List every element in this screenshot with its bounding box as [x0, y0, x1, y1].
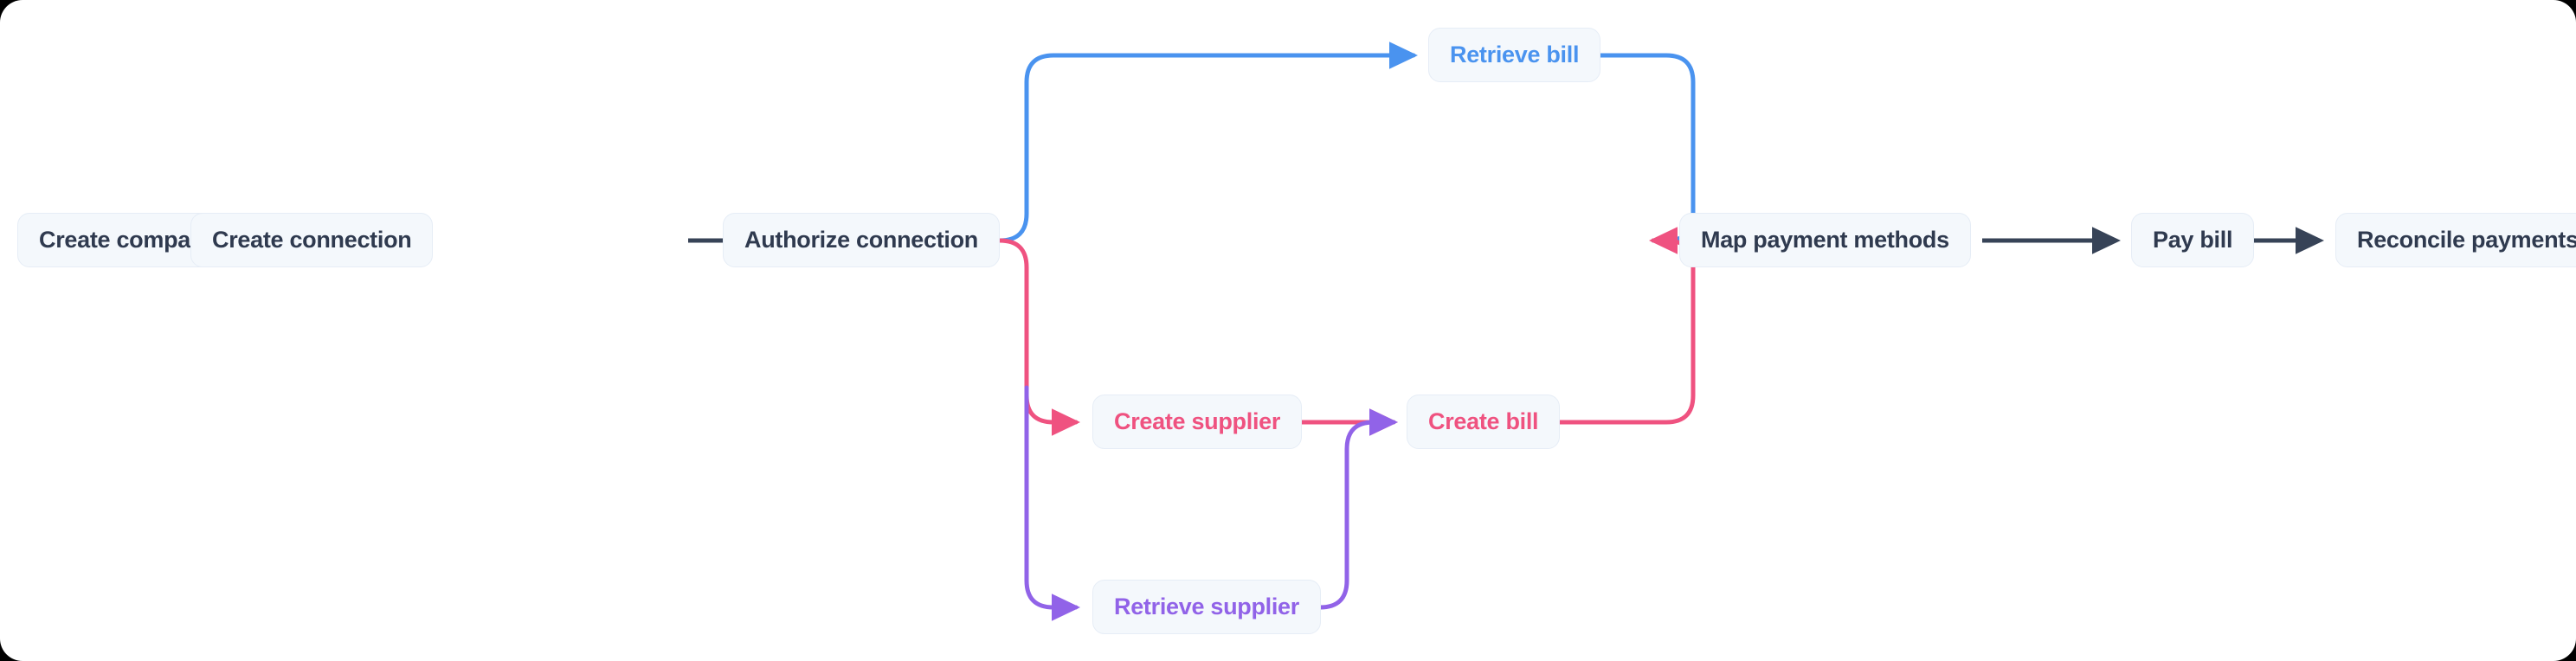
node-label: Retrieve supplier: [1114, 594, 1299, 619]
node-pay-bill[interactable]: Pay bill: [2131, 213, 2255, 267]
node-label: Reconcile payments: [2357, 227, 2576, 253]
node-reconcile-payments[interactable]: Reconcile payments: [2335, 213, 2576, 267]
node-retrieve-supplier[interactable]: Retrieve supplier: [1092, 580, 1321, 634]
node-map-payment-methods[interactable]: Map payment methods: [1679, 213, 1971, 267]
edge-create-bill-to-map-payment-methods: [1555, 227, 1696, 425]
node-create-supplier[interactable]: Create supplier: [1092, 395, 1303, 449]
node-label: Map payment methods: [1701, 227, 1949, 253]
node-label: Create connection: [212, 227, 412, 253]
node-label: Create company: [39, 227, 217, 253]
node-label: Retrieve bill: [1450, 42, 1580, 67]
edge-authorize-connection-to-retrieve-supplier: [1024, 385, 1081, 621]
node-retrieve-bill[interactable]: Retrieve bill: [1428, 28, 1601, 82]
node-authorize-connection[interactable]: Authorize connection: [723, 213, 1000, 267]
edge-authorize-connection-to-retrieve-bill: [978, 42, 1419, 243]
edge-authorize-connection-to-create-supplier: [978, 238, 1081, 436]
node-label: Create bill: [1428, 408, 1539, 434]
node-label: Pay bill: [2153, 227, 2233, 253]
node-create-connection[interactable]: Create connection: [190, 213, 434, 267]
node-label: Authorize connection: [744, 227, 978, 253]
edge-retrieve-bill-to-map-payment-methods: [1557, 53, 1696, 243]
node-create-bill[interactable]: Create bill: [1407, 395, 1561, 449]
node-label: Create supplier: [1114, 408, 1281, 434]
